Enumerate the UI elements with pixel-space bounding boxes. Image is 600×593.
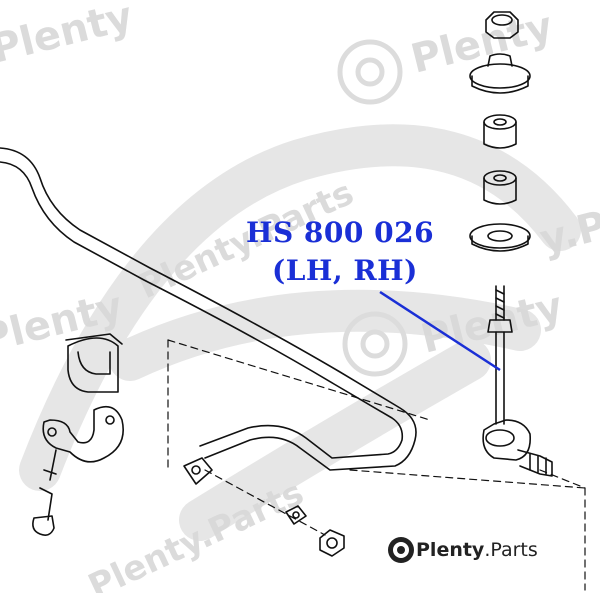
side-label: (LH, RH): [272, 254, 418, 287]
link-ball-joint: [482, 419, 553, 477]
leader-line: [379, 290, 501, 372]
stabilizer-bar: [0, 147, 417, 471]
brand-logo: Plenty.Parts: [386, 535, 538, 565]
center-mount: [183, 457, 213, 485]
watermark-swoosh-arc-2: [109, 289, 541, 381]
center-lines: [167, 339, 586, 591]
link-bushing-1: [483, 114, 517, 149]
brake-disc-icon: [388, 537, 414, 563]
brand-name: Plenty: [416, 539, 485, 561]
part-number-label: HS 800 026: [246, 216, 435, 249]
link-rod: [487, 285, 513, 425]
bushing-clamp: [42, 405, 124, 463]
link-bushing-2: [483, 170, 517, 205]
watermark-disc-icon: [337, 39, 408, 377]
link-nut-top: [485, 11, 519, 39]
link-washer-2: [469, 223, 531, 252]
link-washer-1: [469, 53, 531, 94]
bar-bushing: [65, 333, 123, 393]
watermark-swoosh-arc-3: [179, 339, 491, 541]
clamp-bolts: [32, 449, 57, 536]
stabilizer-bar-inner: [0, 161, 404, 459]
washer-nut: [285, 505, 345, 557]
brand-suffix: .Parts: [484, 539, 538, 561]
